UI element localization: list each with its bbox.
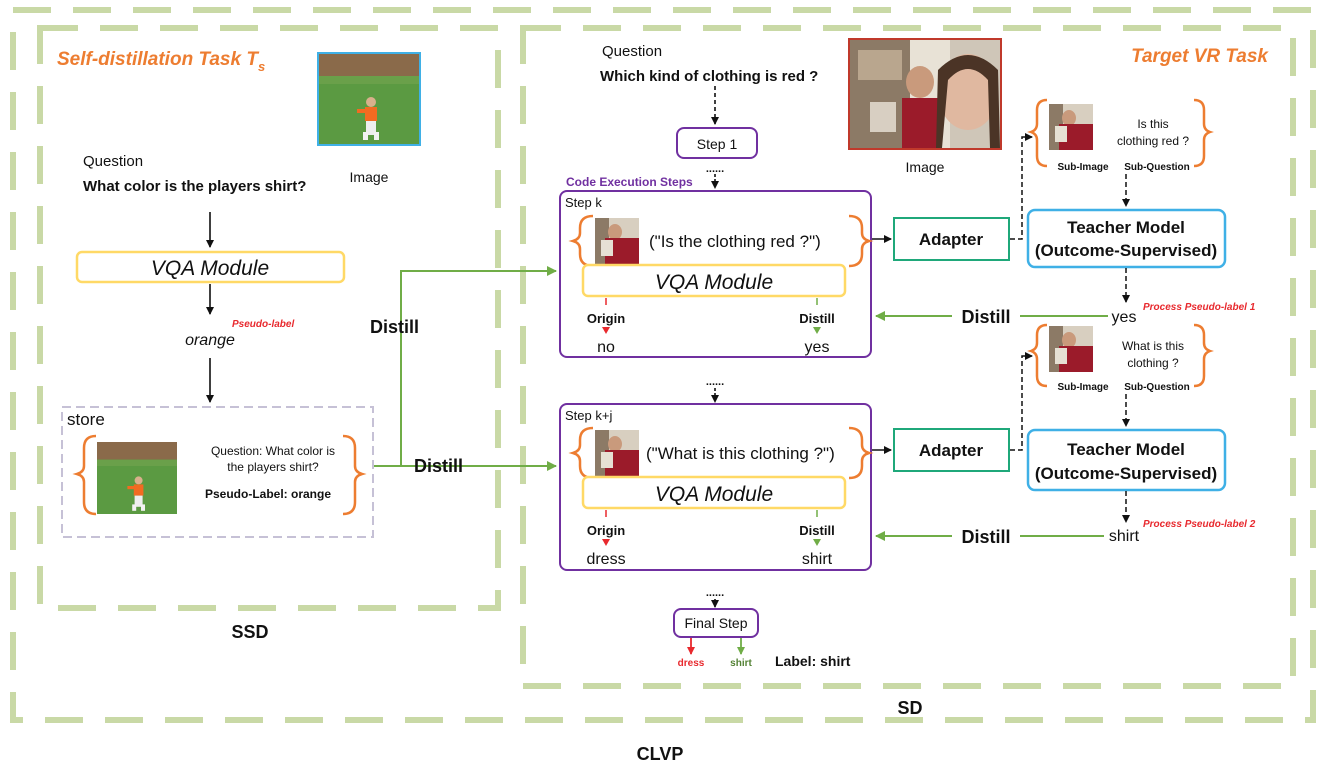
step-kj-vqa-module: [581, 475, 847, 510]
sub2-brace-right: [1193, 323, 1214, 388]
distill-label-teacher-2: Distill: [961, 527, 1010, 547]
sd-question-text: Which kind of clothing is red ?: [600, 68, 818, 85]
ssd-image-caption: Image: [350, 169, 389, 185]
store-brace-left: [72, 434, 97, 516]
teacher-model-2: [1026, 428, 1227, 492]
dots-3: ......: [706, 587, 724, 599]
sub1-sub-image-label: Sub-Image: [1057, 162, 1109, 173]
step-k-brace-left: [568, 214, 594, 268]
step-k-vqa-label: VQA Module: [655, 271, 773, 294]
step-kj-title: Step k+j: [565, 408, 612, 423]
dots-1: ......: [706, 163, 724, 175]
step-kj-distill-label: Distill: [799, 523, 834, 538]
sub1-question-1: Is this: [1137, 117, 1168, 131]
adapter-2: [893, 428, 1010, 472]
teacher-2-line1: Teacher Model: [1067, 440, 1185, 459]
sub2-sub-image-label: Sub-Image: [1057, 382, 1109, 393]
sub2-sub-question-label: Sub-Question: [1124, 382, 1190, 393]
code-steps-label: Code Execution Steps: [566, 175, 693, 189]
teacher-1-line1: Teacher Model: [1067, 218, 1185, 237]
store-pseudo-label: Pseudo-Label: orange: [205, 487, 331, 501]
ssd-pseudo-tag: Pseudo-label: [232, 319, 294, 330]
sd-image: [848, 38, 1002, 150]
step-kj-origin-value: dress: [586, 551, 625, 568]
distill-label-lower: Distill: [414, 456, 463, 476]
teacher-model-1: [1026, 208, 1227, 269]
ssd-title: Self-distillation Task Ts: [57, 49, 265, 74]
sub2-answer: shirt: [1109, 528, 1140, 545]
step-k-subimage: [595, 218, 639, 264]
sub1-answer: yes: [1112, 309, 1137, 326]
step-kj-subimage: [595, 430, 639, 476]
teacher-2-line2: (Outcome-Supervised): [1035, 464, 1217, 483]
teacher-1-line2: (Outcome-Supervised): [1035, 241, 1217, 260]
clvp-frame: [10, 7, 1316, 723]
adapter-2-label: Adapter: [919, 441, 984, 460]
sub2-image: [1049, 326, 1093, 372]
sub1-brace-right: [1193, 98, 1214, 168]
final-step-box: [673, 608, 759, 638]
step-k-title: Step k: [565, 195, 602, 210]
step-kj-brace-left: [568, 426, 594, 480]
final-distill: shirt: [730, 658, 752, 669]
distill-label-upper: Distill: [370, 317, 419, 337]
step-k-vqa-module: [581, 263, 847, 298]
store-brace-right: [342, 434, 367, 516]
step-kj-brace-right: [848, 426, 874, 480]
sub1-sub-question-label: Sub-Question: [1124, 162, 1190, 173]
step-k-origin-value: no: [597, 339, 615, 356]
ssd-frame: [37, 25, 501, 611]
sub2-question-2: clothing ?: [1127, 356, 1179, 370]
ssd-question-text: What color is the players shirt?: [83, 178, 306, 195]
distill-label-teacher-1: Distill: [961, 307, 1010, 327]
final-origin: dress: [678, 658, 705, 669]
ssd-vqa-module: [75, 250, 346, 284]
step1-box: [676, 127, 758, 159]
sd-title: Target VR Task: [1131, 46, 1269, 67]
step-kj-vqa-label: VQA Module: [655, 483, 773, 506]
store-label: store: [67, 410, 105, 429]
adapter-1-label: Adapter: [919, 230, 984, 249]
sub1-question-2: clothing red ?: [1117, 134, 1189, 148]
clvp-label: CLVP: [637, 744, 684, 764]
sub2-brace-left: [1027, 323, 1048, 388]
ssd-answer: orange: [185, 332, 235, 349]
step1-label: Step 1: [697, 136, 738, 152]
sub1-pseudo-tag: Process Pseudo-label 1: [1143, 302, 1256, 313]
final-label: Label: shirt: [775, 653, 851, 669]
step-k-origin-label: Origin: [587, 311, 625, 326]
step-kj-query: ("What is this clothing ?"): [646, 444, 835, 463]
step-kj-origin-label: Origin: [587, 523, 625, 538]
store-question-2: the players shirt?: [227, 460, 319, 474]
store-image: [97, 442, 177, 514]
sd-image-caption: Image: [906, 159, 945, 175]
sd-frame: [520, 25, 1296, 689]
step-k-distill-value: yes: [805, 339, 830, 356]
step-k-distill-label: Distill: [799, 311, 834, 326]
distill-arrow-upper: [374, 266, 557, 467]
dots-2: ......: [706, 376, 724, 388]
sd-label: SD: [897, 698, 922, 718]
sub1-image: [1049, 104, 1093, 150]
sub1-brace-left: [1027, 98, 1048, 168]
ssd-image: [317, 52, 421, 146]
store-box: [61, 406, 374, 538]
step-kj-distill-value: shirt: [802, 551, 833, 568]
sub2-pseudo-tag: Process Pseudo-label 2: [1143, 519, 1256, 530]
step-k-brace-right: [848, 214, 874, 268]
ssd-vqa-label: VQA Module: [151, 257, 269, 280]
sd-question-label: Question: [602, 43, 662, 60]
sub2-question-1: What is this: [1122, 339, 1184, 353]
step-k-query: ("Is the clothing red ?"): [649, 232, 821, 251]
adapter-1: [893, 217, 1010, 261]
ssd-label: SSD: [231, 622, 268, 642]
final-step-label: Final Step: [684, 615, 747, 631]
ssd-question-label: Question: [83, 153, 143, 170]
store-question-1: Question: What color is: [211, 444, 335, 458]
